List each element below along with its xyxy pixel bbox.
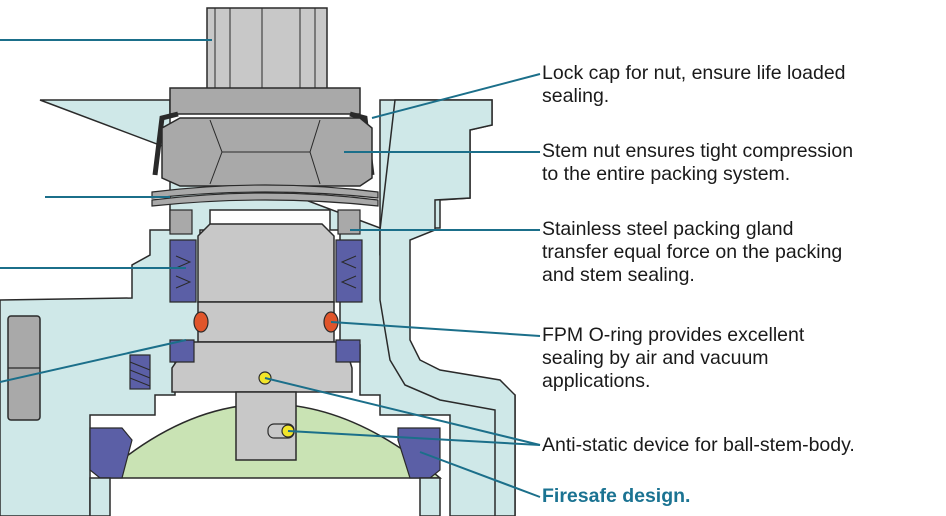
- callout-lock-cap-line2: sealing.: [542, 85, 610, 107]
- packing-seal-left: [169, 239, 197, 303]
- left-leader-lines: [0, 39, 212, 383]
- leader-anti-static-upper: [264, 377, 541, 446]
- lock-cap: [169, 87, 361, 115]
- stem-top-facets: [214, 8, 316, 90]
- o-ring-left: [193, 311, 209, 333]
- callout-stem-nut-line1: Stem nut ensures tight compression: [542, 140, 854, 162]
- packing-seal-detail: [175, 255, 357, 289]
- callout-anti-static-line1: Anti-static device for ball-stem-body.: [542, 434, 855, 456]
- callout-packing-gland-line1: Stainless steel packing gland: [542, 218, 794, 240]
- leader-o-ring: [330, 321, 541, 337]
- callout-firesafe-line1: Firesafe design.: [542, 485, 691, 507]
- callout-packing-gland-line3: and stem sealing.: [542, 264, 695, 286]
- stem-tang: [235, 391, 297, 461]
- callout-o-ring-line1: FPM O-ring provides excellent: [542, 324, 805, 346]
- belleville-washer-2: [151, 192, 379, 207]
- stem-shoulder: [171, 341, 353, 393]
- callout-o-ring: FPM O-ring provides excellent sealing by…: [542, 324, 942, 393]
- seat-seal-left: [89, 427, 133, 479]
- callout-o-ring-line2: sealing by air and vacuum: [542, 347, 769, 369]
- body-leg-left: [89, 477, 111, 516]
- callout-o-ring-line3: applications.: [542, 370, 651, 392]
- callout-packing-gland-line2: transfer equal force on the packing: [542, 241, 843, 263]
- stem-shaft: [197, 301, 335, 343]
- callout-lock-cap: Lock cap for nut, ensure life loaded sea…: [542, 62, 942, 108]
- callout-lock-cap-line1: Lock cap for nut, ensure life loaded: [542, 62, 846, 84]
- callout-stem-nut: Stem nut ensures tight compression to th…: [542, 140, 942, 186]
- leader-anti-static-lower: [287, 430, 541, 446]
- callout-anti-static: Anti-static device for ball-stem-body.: [542, 434, 942, 457]
- leader-lock-cap: [371, 73, 541, 119]
- leader-left-4: [0, 339, 187, 383]
- leader-firesafe: [419, 451, 541, 498]
- body-leg-right: [419, 477, 441, 516]
- belleville-washer: [151, 184, 379, 199]
- body-set-screw: [129, 354, 151, 390]
- gland-spacer-right: [337, 209, 361, 235]
- callout-firesafe: Firesafe design.: [542, 485, 942, 508]
- valve-body-outer-wall: [379, 99, 516, 516]
- callout-packing-gland: Stainless steel packing gland transfer e…: [542, 218, 942, 287]
- stem-nut-facets: [209, 119, 321, 185]
- packing-gland: [197, 223, 335, 303]
- lower-seal-right: [335, 339, 361, 363]
- gland-spacer-left: [169, 209, 193, 235]
- stem-top: [206, 7, 328, 91]
- callout-stem-nut-line2: to the entire packing system.: [542, 163, 791, 185]
- right-leader-lines: [264, 73, 541, 498]
- packing-seal-right: [335, 239, 363, 303]
- screw-thread: [129, 361, 151, 387]
